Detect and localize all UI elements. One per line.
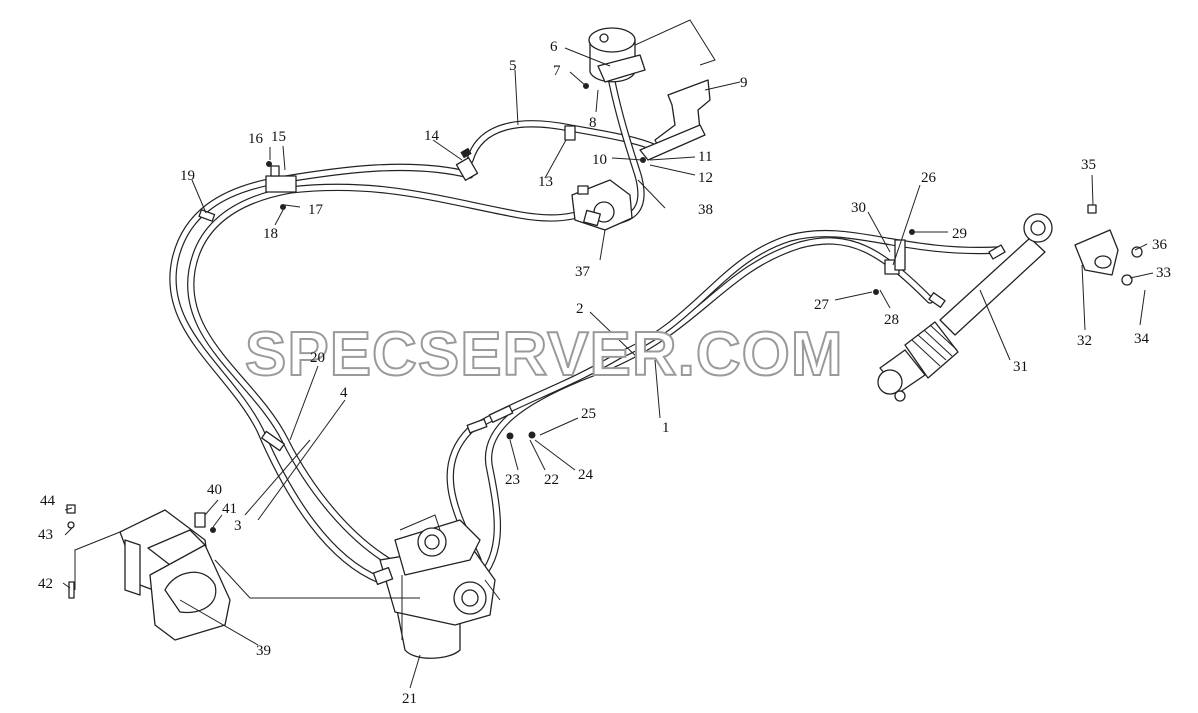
callout-20: 20 [310, 350, 325, 366]
callout-36: 36 [1152, 237, 1168, 253]
callout-42: 42 [38, 576, 53, 592]
power-cylinder [877, 213, 1119, 402]
callout-3: 3 [234, 518, 242, 534]
steering-pump [571, 179, 633, 231]
callout-8: 8 [589, 115, 597, 131]
callout-labels: 1 2 3 4 5 6 7 8 9 10 11 12 13 14 15 16 1… [38, 39, 1171, 707]
callout-39: 39 [256, 643, 271, 659]
hose-pipes [169, 78, 1004, 592]
fasteners [66, 83, 1143, 599]
callout-18: 18 [263, 226, 278, 242]
callout-43: 43 [38, 527, 53, 543]
callout-22: 22 [544, 472, 559, 488]
callout-37: 37 [575, 264, 591, 280]
callout-2: 2 [576, 301, 584, 317]
callout-34: 34 [1134, 331, 1150, 347]
callout-13: 13 [538, 174, 553, 190]
callout-21: 21 [402, 691, 417, 707]
callout-16: 16 [248, 131, 264, 147]
callout-6: 6 [550, 39, 558, 55]
callout-10: 10 [592, 152, 607, 168]
callout-17: 17 [308, 202, 324, 218]
elbow-fitting [455, 147, 479, 181]
callout-15: 15 [271, 129, 286, 145]
callout-9: 9 [740, 75, 748, 91]
callout-19: 19 [180, 168, 195, 184]
callout-14: 14 [424, 128, 440, 144]
callout-44: 44 [40, 493, 56, 509]
callout-7: 7 [553, 63, 561, 79]
callout-35: 35 [1081, 157, 1096, 173]
callout-31: 31 [1013, 359, 1028, 375]
callout-28: 28 [884, 312, 899, 328]
oil-reservoir [588, 27, 711, 161]
callout-11: 11 [698, 149, 712, 165]
callout-29: 29 [952, 226, 967, 242]
callout-38: 38 [698, 202, 713, 218]
leader-lines [62, 19, 1154, 689]
mounting-bracket [119, 509, 231, 641]
callout-23: 23 [505, 472, 520, 488]
callout-32: 32 [1077, 333, 1092, 349]
pipe-1 [466, 237, 934, 592]
watermark: SPECSERVER.COM [245, 320, 844, 389]
steering-gear [372, 519, 501, 659]
callout-41: 41 [222, 501, 237, 517]
callout-24: 24 [578, 467, 594, 483]
pipe-clamps [198, 125, 906, 452]
callout-40: 40 [207, 482, 222, 498]
callout-12: 12 [698, 170, 713, 186]
callout-1: 1 [662, 420, 670, 436]
callout-25: 25 [581, 406, 596, 422]
callout-30: 30 [851, 200, 866, 216]
callout-4: 4 [340, 385, 348, 401]
callout-27: 27 [814, 297, 830, 313]
callout-33: 33 [1156, 265, 1171, 281]
callout-5: 5 [509, 58, 517, 74]
callout-26: 26 [921, 170, 937, 186]
